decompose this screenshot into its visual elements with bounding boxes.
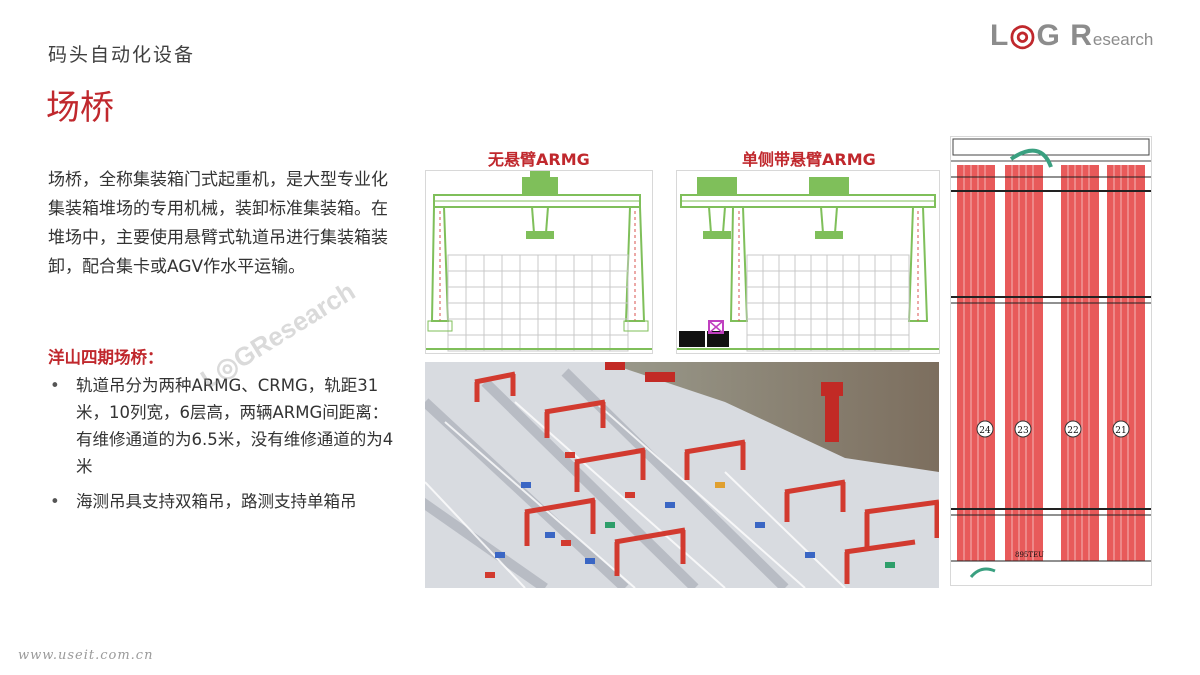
caption-single-cantilever: 单侧带悬臂ARMG [742, 150, 876, 169]
yard-layout-diagram: 24 23 22 21 895TEU [950, 136, 1152, 586]
page-title: 场桥 [46, 88, 114, 128]
block-label: 21 [1115, 426, 1126, 436]
aerial-yard-image [425, 362, 939, 588]
armg-no-cantilever-drawing [426, 171, 652, 352]
armg-no-cantilever-diagram [425, 170, 653, 354]
armg-single-cantilever-diagram [676, 170, 940, 354]
page-subtitle: 码头自动化设备 [48, 44, 196, 66]
target-icon: ◎ [1009, 19, 1037, 52]
logr-logo: L◎G Research [990, 18, 1165, 54]
block-label: 22 [1067, 426, 1078, 436]
bullet-item: 海测吊具支持双箱吊，路测支持单箱吊 [48, 488, 398, 515]
section-heading: 洋山四期场桥： [48, 348, 164, 367]
logo-wordmark: L◎G Research [990, 19, 1154, 52]
armg-single-cantilever-drawing [677, 177, 939, 352]
bullet-list: 轨道吊分为两种ARMG、CRMG，轨距31米，10列宽，6层高，两辆ARMG间距… [48, 372, 398, 523]
footer-url: www.useit.com.cn [18, 648, 154, 663]
yard-layout-drawing: 24 23 22 21 895TEU [951, 137, 1151, 585]
bullet-item: 轨道吊分为两种ARMG、CRMG，轨距31米，10列宽，6层高，两辆ARMG间距… [48, 372, 398, 480]
block-label: 24 [979, 426, 991, 436]
block-label: 23 [1017, 426, 1029, 436]
capacity-label: 895TEU [1015, 551, 1044, 559]
aerial-yard-photo [425, 362, 939, 588]
caption-no-cantilever: 无悬臂ARMG [488, 150, 590, 169]
intro-paragraph: 场桥，全称集装箱门式起重机，是大型专业化集装箱堆场的专用机械，装卸标准集装箱。在… [48, 170, 388, 277]
